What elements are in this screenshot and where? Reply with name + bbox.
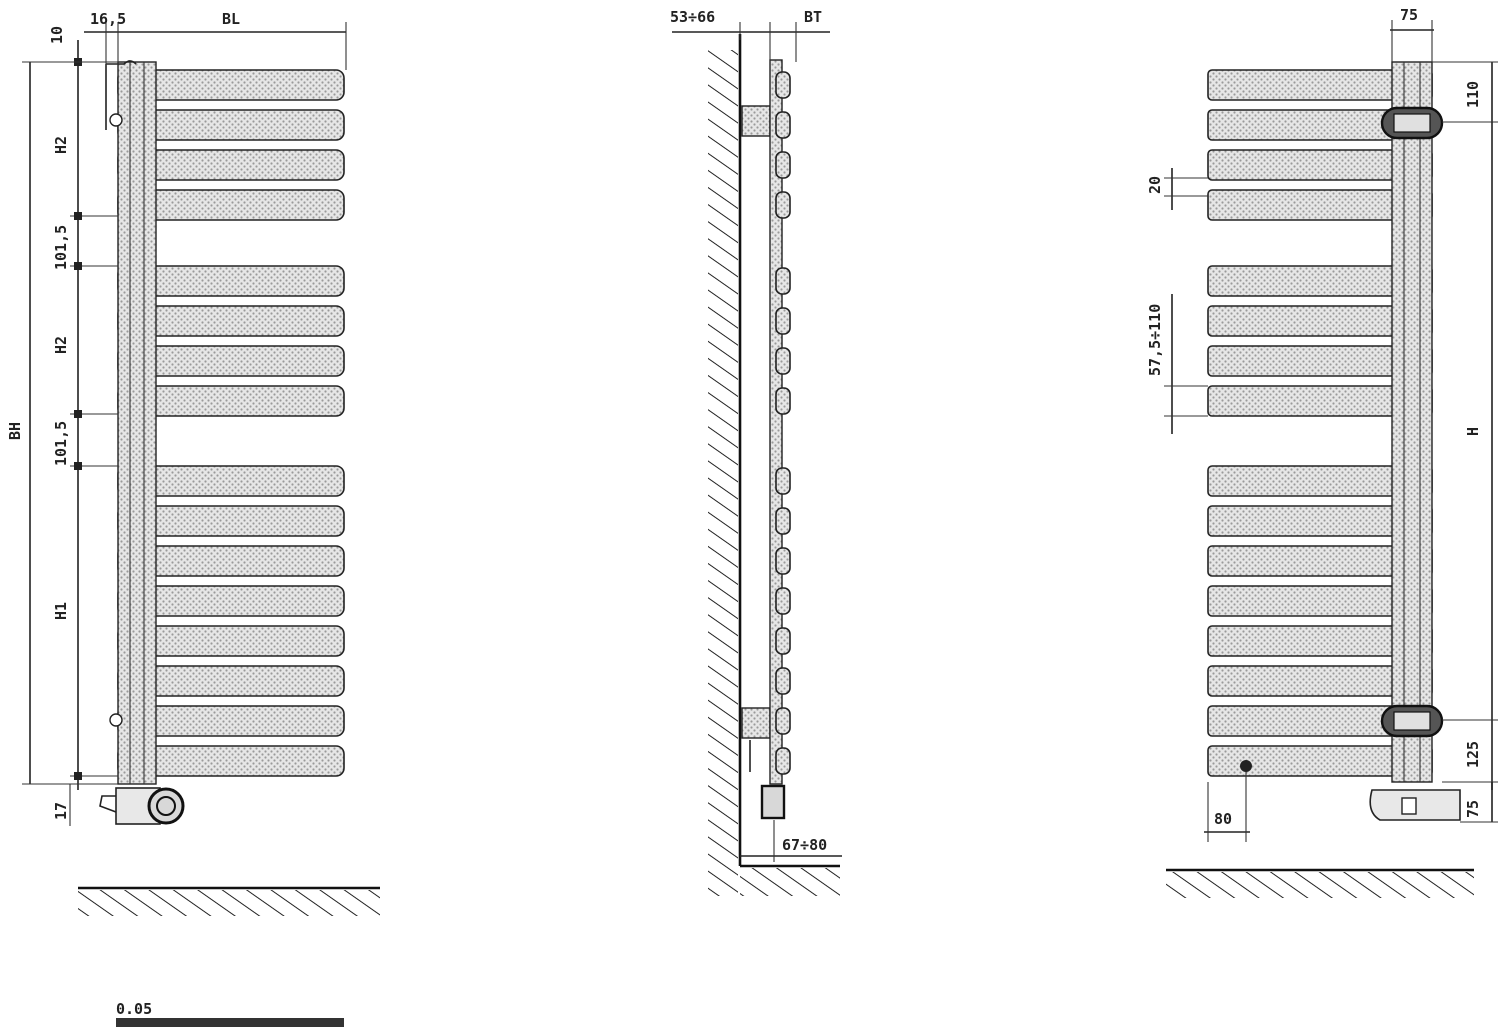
rear-dim-75-bottom: 75 xyxy=(1464,800,1482,818)
front-floor-hatch xyxy=(78,890,380,916)
heating-element-knob xyxy=(147,787,185,825)
side-bar xyxy=(775,547,791,575)
side-bar xyxy=(775,191,791,219)
side-bar xyxy=(775,347,791,375)
side-bar xyxy=(775,151,791,179)
side-bar xyxy=(775,627,791,655)
side-floor-hatch xyxy=(740,868,840,896)
side-bar xyxy=(775,267,791,295)
legend: 0.05 xyxy=(116,1000,344,1027)
side-bar xyxy=(775,747,791,775)
side-bracket-top xyxy=(741,105,771,137)
front-dim-17: 17 xyxy=(52,802,70,820)
side-bar xyxy=(775,307,791,335)
front-dim-101-5-mid: 101,5 xyxy=(52,421,70,466)
rear-dim-57-5-110: 57,5÷110 xyxy=(1146,304,1164,376)
rear-dim-75-top: 75 xyxy=(1400,6,1418,24)
rear-dim-h: H xyxy=(1464,427,1482,436)
front-dim-bh: BH xyxy=(6,422,24,440)
side-bar xyxy=(775,587,791,615)
side-dim-53-66: 53÷66 xyxy=(670,8,715,26)
rear-element-point xyxy=(1240,760,1252,772)
front-dim-h1: H1 xyxy=(52,602,70,620)
rear-view-bars xyxy=(1207,69,1433,777)
side-bar xyxy=(775,707,791,735)
front-dim-h2-mid: H2 xyxy=(52,336,70,354)
legend-label: 0.05 xyxy=(116,1000,152,1018)
rear-floor-hatch xyxy=(1166,872,1474,898)
front-dim-16-5: 16,5 xyxy=(90,10,126,28)
side-bar xyxy=(775,467,791,495)
front-collector xyxy=(117,61,157,785)
side-heating-element xyxy=(760,784,786,820)
legend-bar xyxy=(116,1018,344,1027)
front-view: 16,5 BL 10 H2 101,5 H2 101,5 H1 BH 17 xyxy=(6,10,380,916)
side-view: 53÷66 BT 67÷80 xyxy=(670,8,842,896)
front-dim-bl: BL xyxy=(222,10,240,28)
rear-dim-110: 110 xyxy=(1464,81,1482,108)
side-bar xyxy=(775,111,791,139)
side-dim-67-80: 67÷80 xyxy=(782,836,827,854)
side-bar xyxy=(775,71,791,99)
side-bar xyxy=(775,667,791,695)
rear-dim-125: 125 xyxy=(1464,741,1482,768)
front-dim-10: 10 xyxy=(48,26,66,44)
rear-view: 75 110 H 125 75 20 57,5÷110 80 xyxy=(1146,6,1498,898)
rear-dim-20: 20 xyxy=(1146,176,1164,194)
side-dim-bt: BT xyxy=(804,8,822,26)
side-wall-hatch xyxy=(708,50,738,896)
rear-dim-80: 80 xyxy=(1214,810,1232,828)
side-bracket-bottom xyxy=(741,707,771,739)
front-dim-101-5-top: 101,5 xyxy=(52,225,70,270)
side-bar xyxy=(775,387,791,415)
rear-collector xyxy=(1391,61,1433,783)
front-dim-h2-top: H2 xyxy=(52,136,70,154)
side-bars xyxy=(775,71,791,775)
side-bar xyxy=(775,507,791,535)
